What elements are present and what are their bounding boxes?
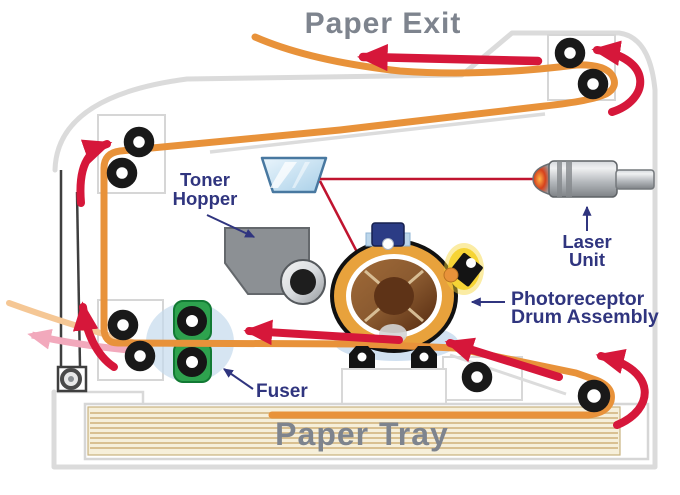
exit-uturn-arrow	[591, 40, 645, 116]
feed-slope-arrow	[444, 337, 563, 381]
pickup-uturn-arrow	[595, 349, 649, 429]
top-left-roller-upper	[123, 126, 155, 158]
top-left-roller-lower	[106, 157, 138, 189]
toner-hopper-label-line2: Hopper	[173, 188, 238, 209]
scanning-mirror	[260, 156, 328, 194]
exit-roller-lower	[577, 68, 609, 100]
exit-direction-arrow	[357, 43, 543, 72]
paper-direction-arrows	[72, 40, 649, 429]
developer-roller	[280, 259, 326, 305]
transport-rollers	[106, 37, 611, 413]
upper-paper-guide	[209, 112, 546, 154]
photoreceptor-label-line2: Drum Assembly	[511, 306, 659, 328]
pickup-roller	[577, 379, 611, 413]
laser-unit	[532, 160, 655, 198]
toner-hopper-label-line1: Toner	[180, 169, 230, 190]
laser-unit-stem	[615, 169, 655, 190]
label-leaders	[206, 205, 592, 390]
registration-roller	[461, 361, 493, 393]
laser-emitter-tip	[532, 162, 553, 196]
fuser-leader	[223, 368, 254, 390]
fuser-unit	[173, 300, 212, 383]
paper-tray-label: Paper Tray	[275, 416, 449, 452]
laser-beam	[318, 177, 538, 253]
photoreceptor-label-line1: Photoreceptor	[511, 288, 645, 310]
laser-unit-label-line2: Unit	[569, 249, 605, 270]
exit-roller-upper	[554, 37, 586, 69]
toner-hopper-leader	[206, 214, 256, 238]
drum-axle	[374, 277, 414, 315]
paper-exit-label: Paper Exit	[305, 7, 462, 40]
printer-body-outline	[51, 30, 658, 470]
fuser-label: Fuser	[256, 381, 308, 402]
manual-feed-guide	[56, 170, 88, 393]
transfer-corona-units	[349, 346, 437, 368]
charge-corona-unit	[365, 222, 411, 250]
vertical-up-arrow	[72, 301, 118, 371]
pre-fuser-roller-upper	[107, 309, 139, 341]
pre-fuser-roller-lower	[124, 340, 156, 372]
photoreceptor-drum-assembly	[330, 239, 458, 353]
top-left-turn-arrow	[76, 139, 113, 207]
fuser-roller-bottom	[177, 347, 207, 377]
laser-unit-label-line1: Laser	[562, 231, 611, 252]
to-fuser-arrow	[243, 319, 403, 346]
fuser-roller-top	[177, 306, 207, 336]
erase-lamp	[443, 243, 484, 295]
